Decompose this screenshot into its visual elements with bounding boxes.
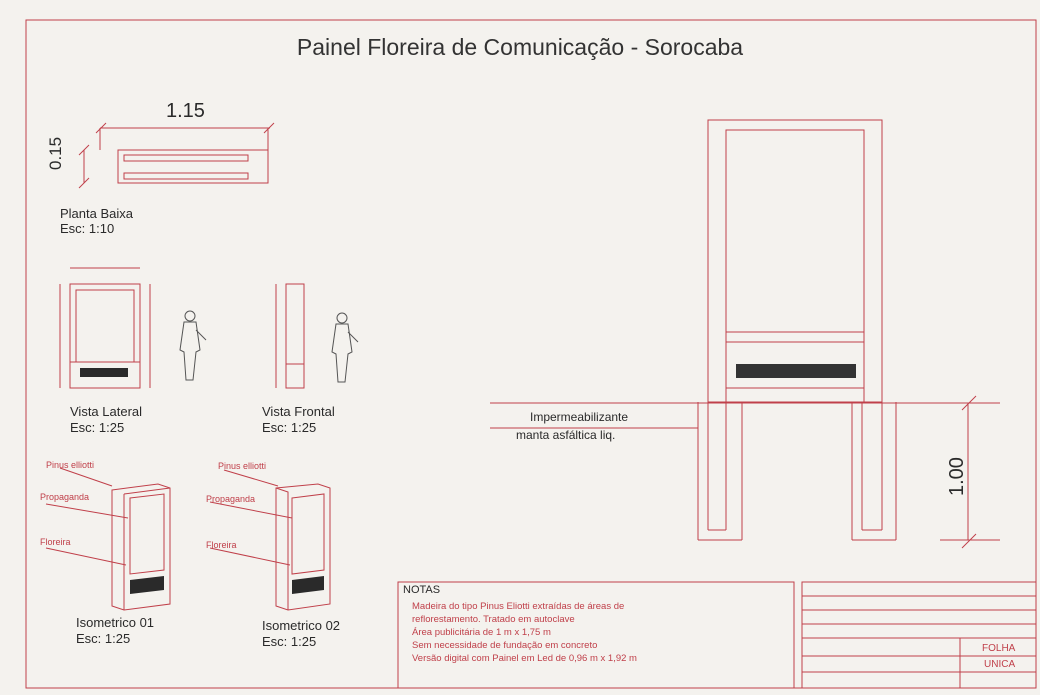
iso2-planter-soil — [292, 576, 324, 594]
iso2-scale: Esc: 1:25 — [262, 634, 317, 649]
plan-view-scale: Esc: 1:10 — [60, 221, 115, 236]
iso2-callout-wood: Pinus elliotti — [218, 461, 267, 471]
frontal-view — [275, 283, 305, 389]
notes-line: Versão digital com Painel em Led de 0,96… — [412, 653, 637, 664]
section-planter-soil — [736, 364, 856, 378]
plan-width-dimension: 1.15 — [166, 100, 205, 122]
section-view — [490, 119, 1000, 549]
lateral-planter-soil — [80, 368, 128, 377]
person-silhouette-icon — [179, 310, 207, 381]
lateral-view-scale: Esc: 1:25 — [70, 420, 125, 435]
plan-depth-dimension: 0.15 — [46, 136, 65, 170]
frontal-view-label: Vista Frontal — [262, 404, 335, 419]
title-block-sheet-label-2: UNICA — [984, 659, 1016, 670]
section-callout-line1: Impermeabilizante — [530, 410, 629, 424]
iso2-callout-planter: Floreira — [206, 540, 237, 550]
iso2-view — [209, 469, 331, 611]
plan-view — [78, 122, 275, 189]
drawing-title: Painel Floreira de Comunicação - Sorocab… — [296, 34, 744, 60]
lateral-view-label: Vista Lateral — [70, 404, 143, 419]
notes-box — [397, 581, 795, 689]
title-block-sheet-label-1: FOLHA — [982, 643, 1016, 654]
iso2-label: Isometrico 02 — [262, 618, 341, 633]
notes-line: Área publicitária de 1 m x 1,75 m — [412, 627, 551, 638]
iso1-callout-planter: Floreira — [40, 537, 71, 547]
notes-line: reflorestamento. Tratado em autoclave — [412, 614, 575, 625]
notes-line: Madeira do tipo Pinus Eliotti extraídas … — [412, 601, 625, 612]
plan-view-label: Planta Baixa — [60, 206, 133, 221]
notes-line: Sem necessidade de fundação em concreto — [412, 640, 598, 651]
lateral-view — [59, 267, 151, 389]
section-callout-line2: manta asfáltica liq. — [516, 428, 616, 442]
iso1-callout-ad: Propaganda — [40, 492, 90, 502]
iso1-scale: Esc: 1:25 — [76, 631, 131, 646]
iso1-label: Isometrico 01 — [76, 615, 155, 630]
iso1-callout-wood: Pinus elliotti — [46, 460, 95, 470]
person-silhouette-icon — [331, 312, 359, 383]
title-block — [801, 581, 1037, 689]
frontal-view-scale: Esc: 1:25 — [262, 420, 317, 435]
iso1-planter-soil — [130, 576, 164, 594]
iso1-view — [45, 467, 171, 611]
section-depth-dimension: 1.00 — [946, 457, 968, 496]
notes-heading: NOTAS — [403, 584, 441, 596]
iso2-callout-ad: Propaganda — [206, 494, 256, 504]
